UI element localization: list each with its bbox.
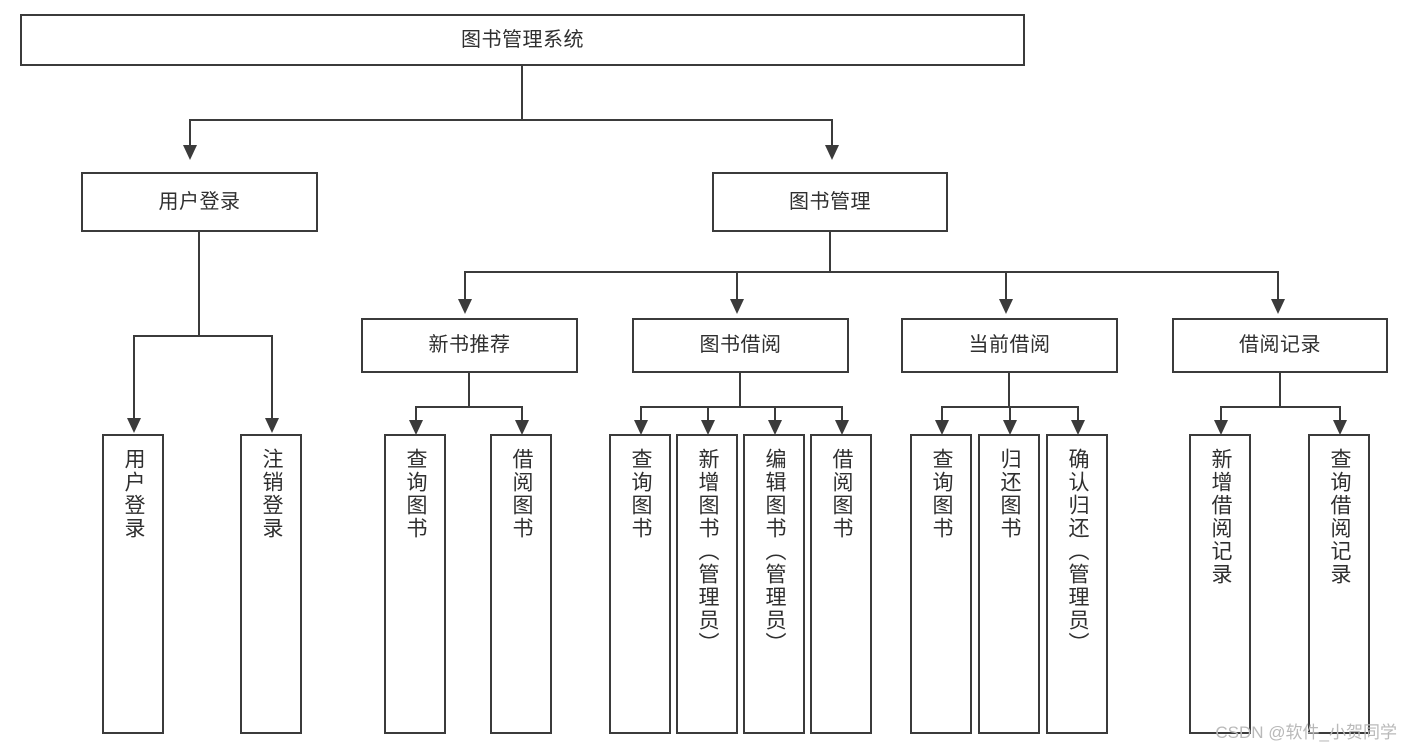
connector-current-borrow-to-leaf-1 [941,406,943,422]
arrowhead-book-borrow-to-leaf-4 [835,420,849,435]
connector-user-login-to-leaf-1 [133,335,135,420]
arrowhead-borrow-record-to-leaf-1 [1214,420,1228,435]
connector-book-borrow-to-leaf-2 [707,406,709,422]
connector-borrow-record-stem [1279,373,1281,407]
node-root[interactable]: 图书管理系统 [20,14,1025,66]
connector-book-admin-to-current-borrow [1005,271,1007,301]
connector-user-login-to-leaf-2 [271,335,273,420]
node-leaf-borrow-book-1-label: 借阅图书 [509,448,533,540]
connector-new-book-to-leaf-1 [415,406,417,422]
connector-root-to-book-admin [831,119,833,147]
node-leaf-add-book-label: 新增图书（管理员） [695,448,719,655]
node-book-admin[interactable]: 图书管理 [712,172,948,232]
arrowhead-user-login-to-leaf-1 [127,418,141,433]
node-new-book-recommend[interactable]: 新书推荐 [361,318,578,373]
node-leaf-user-login[interactable]: 用户登录 [102,434,164,734]
node-borrow-record[interactable]: 借阅记录 [1172,318,1388,373]
connector-borrow-record-to-leaf-2 [1339,406,1341,422]
node-leaf-borrow-book-1[interactable]: 借阅图书 [490,434,552,734]
node-leaf-query-record[interactable]: 查询借阅记录 [1308,434,1370,734]
node-leaf-user-logout-label: 注销登录 [259,448,283,540]
node-leaf-add-record[interactable]: 新增借阅记录 [1189,434,1251,734]
connector-book-borrow-bus [640,406,843,408]
node-leaf-query-book-1[interactable]: 查询图书 [384,434,446,734]
arrowhead-root-to-book-admin [825,145,839,160]
node-leaf-borrow-book-2[interactable]: 借阅图书 [810,434,872,734]
node-leaf-borrow-book-2-label: 借阅图书 [829,448,853,540]
connector-book-admin-to-borrow-record [1277,271,1279,301]
node-leaf-query-book-1-label: 查询图书 [403,448,427,540]
connector-book-admin-to-new-book [464,271,466,301]
node-user-login-label: 用户登录 [158,190,241,213]
node-root-label: 图书管理系统 [461,28,584,51]
arrowhead-new-book-to-leaf-2 [515,420,529,435]
connector-user-login-bus [133,335,271,337]
node-leaf-query-book-3[interactable]: 查询图书 [910,434,972,734]
arrowhead-book-borrow-to-leaf-1 [634,420,648,435]
node-book-borrow-label: 图书借阅 [699,334,782,356]
arrowhead-book-borrow-to-leaf-3 [768,420,782,435]
connector-book-admin-stem [829,232,831,272]
node-leaf-return-book[interactable]: 归还图书 [978,434,1040,734]
connector-root-stem [521,66,523,120]
arrowhead-current-borrow-to-leaf-3 [1071,420,1085,435]
arrowhead-book-admin-to-borrow-record [1271,299,1285,314]
arrowhead-root-to-user-login [183,145,197,160]
connector-new-book-bus [415,406,521,408]
connector-current-borrow-stem [1008,373,1010,407]
node-leaf-user-login-label: 用户登录 [121,448,145,540]
node-new-book-recommend-label: 新书推荐 [428,334,511,356]
arrowhead-book-admin-to-new-book [458,299,472,314]
connector-current-borrow-to-leaf-3 [1077,406,1079,422]
node-current-borrow[interactable]: 当前借阅 [901,318,1118,373]
node-book-borrow[interactable]: 图书借阅 [632,318,849,373]
arrowhead-new-book-to-leaf-1 [409,420,423,435]
node-current-borrow-label: 当前借阅 [968,334,1051,356]
node-leaf-confirm-return[interactable]: 确认归还（管理员） [1046,434,1108,734]
arrowhead-current-borrow-to-leaf-2 [1003,420,1017,435]
connector-book-borrow-to-leaf-4 [841,406,843,422]
node-leaf-add-book[interactable]: 新增图书（管理员） [676,434,738,734]
arrowhead-current-borrow-to-leaf-1 [935,420,949,435]
node-leaf-edit-book[interactable]: 编辑图书（管理员） [743,434,805,734]
connector-book-admin-to-book-borrow [736,271,738,301]
connector-root-bus [189,119,833,121]
connector-book-borrow-stem [739,373,741,407]
node-leaf-edit-book-label: 编辑图书（管理员） [762,448,786,655]
node-leaf-add-record-label: 新增借阅记录 [1208,448,1232,586]
connector-new-book-to-leaf-2 [521,406,523,422]
node-leaf-query-book-3-label: 查询图书 [929,448,953,540]
connector-current-borrow-to-leaf-2 [1009,406,1011,422]
connector-user-login-stem [198,232,200,336]
node-leaf-return-book-label: 归还图书 [997,448,1021,540]
connector-book-admin-bus [464,271,1279,273]
node-leaf-query-record-label: 查询借阅记录 [1327,448,1351,586]
node-user-login[interactable]: 用户登录 [81,172,318,232]
arrowhead-book-admin-to-current-borrow [999,299,1013,314]
connector-book-borrow-to-leaf-3 [774,406,776,422]
node-leaf-query-book-2[interactable]: 查询图书 [609,434,671,734]
connector-borrow-record-bus [1220,406,1339,408]
arrowhead-book-admin-to-book-borrow [730,299,744,314]
node-leaf-user-logout[interactable]: 注销登录 [240,434,302,734]
arrowhead-user-login-to-leaf-2 [265,418,279,433]
connector-book-borrow-to-leaf-1 [640,406,642,422]
node-leaf-confirm-return-label: 确认归还（管理员） [1065,448,1089,655]
node-book-admin-label: 图书管理 [789,190,871,213]
arrowhead-book-borrow-to-leaf-2 [701,420,715,435]
connector-new-book-stem [468,373,470,407]
connector-borrow-record-to-leaf-1 [1220,406,1222,422]
arrowhead-borrow-record-to-leaf-2 [1333,420,1347,435]
connector-root-to-user-login [189,119,191,147]
node-leaf-query-book-2-label: 查询图书 [628,448,652,540]
node-borrow-record-label: 借阅记录 [1239,334,1321,356]
